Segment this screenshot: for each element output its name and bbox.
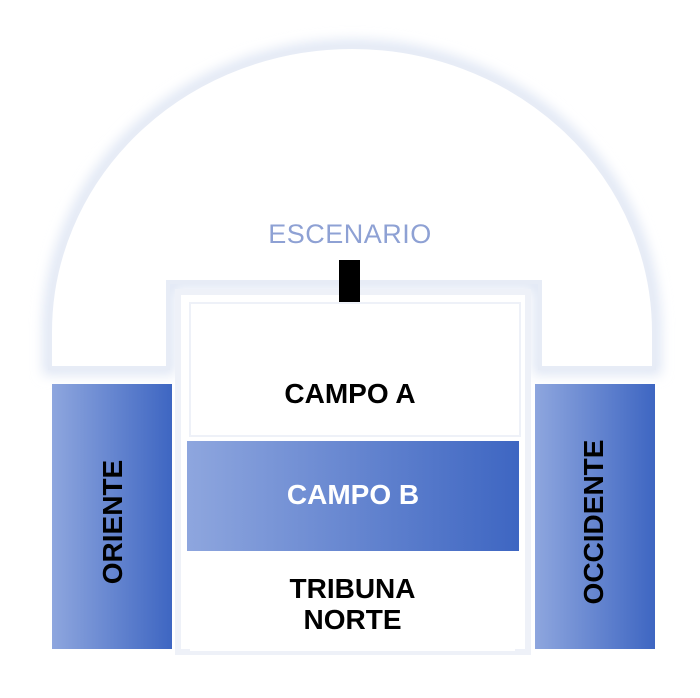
section-campo-b[interactable]: [187, 441, 519, 551]
tribuna-norte-label: TRIBUNA NORTE: [190, 573, 515, 635]
section-tribuna-norte[interactable]: [190, 561, 515, 651]
section-campo-a[interactable]: [189, 302, 521, 437]
oriente-label: ORIENTE: [97, 459, 128, 585]
occidente-label: OCCIDENTE: [578, 439, 609, 605]
section-oriente[interactable]: [52, 384, 172, 649]
section-occidente[interactable]: [535, 384, 655, 649]
stage-label: ESCENARIO: [268, 219, 432, 249]
campo-a-label: CAMPO A: [284, 378, 416, 409]
tribuna-norte-line2: NORTE: [303, 604, 402, 635]
tribuna-norte-line1: TRIBUNA: [289, 573, 416, 604]
campo-b-label: CAMPO B: [286, 479, 420, 510]
arena-outline: [48, 45, 656, 370]
